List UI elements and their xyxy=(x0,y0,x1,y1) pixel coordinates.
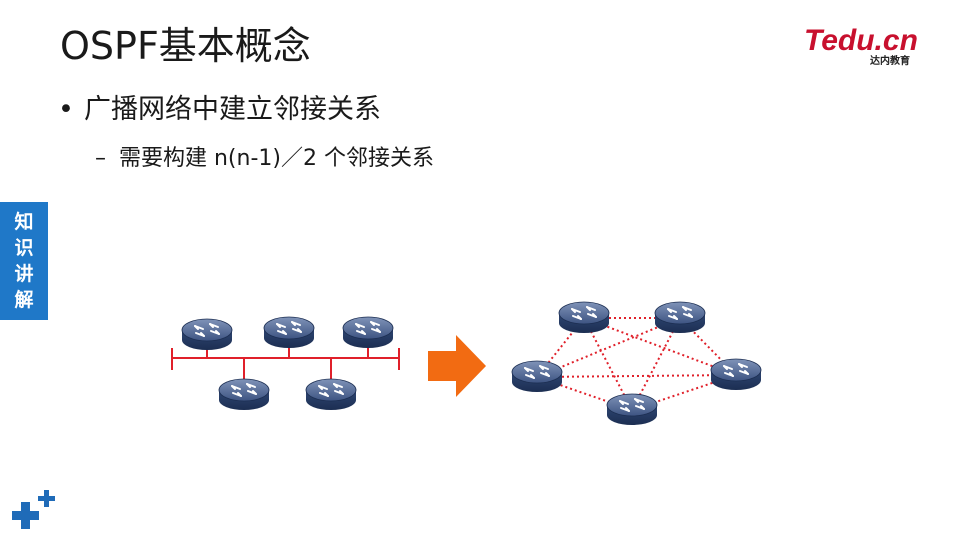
router-icon xyxy=(511,360,563,393)
bullet-dot: • xyxy=(58,94,74,125)
bullet-level2-text: 需要构建 n(n-1)／2 个邻接关系 xyxy=(119,146,434,171)
side-tab-char-3: 讲 xyxy=(14,263,34,285)
knowledge-tab[interactable]: 知 识 讲 解 xyxy=(0,202,48,320)
tedu-logo: Tedu.cn 达内教育 xyxy=(804,24,918,67)
mesh-link xyxy=(536,374,737,378)
router-icon xyxy=(558,301,610,334)
side-tab-char-2: 识 xyxy=(14,237,34,259)
mesh-link xyxy=(583,317,737,376)
bullet-level1: • 广播网络中建立邻接关系 xyxy=(58,92,381,128)
mesh-link xyxy=(536,317,681,378)
plus-cross-icon xyxy=(12,490,55,529)
router-icon xyxy=(710,358,762,391)
side-tab-char-4: 解 xyxy=(14,289,34,311)
router-icon xyxy=(606,393,658,426)
logo-tagline: 达内教育 xyxy=(870,54,910,67)
logo-brand: Tedu.cn xyxy=(804,24,918,57)
router-icon xyxy=(342,316,394,349)
router-icon xyxy=(305,378,357,411)
router-icon xyxy=(218,378,270,411)
router-icon xyxy=(263,316,315,349)
side-tab-char-1: 知 xyxy=(14,211,34,233)
bullet-level2: –需要构建 n(n-1)／2 个邻接关系 xyxy=(95,143,434,175)
router-icon xyxy=(181,318,233,351)
page-title: OSPF基本概念 xyxy=(60,24,311,68)
arrow-right-icon xyxy=(428,335,486,397)
bullet-level1-text: 广播网络中建立邻接关系 xyxy=(84,94,381,125)
bullet-dash: – xyxy=(95,146,106,171)
router-icon xyxy=(654,301,706,334)
broadcast-network xyxy=(171,316,400,411)
